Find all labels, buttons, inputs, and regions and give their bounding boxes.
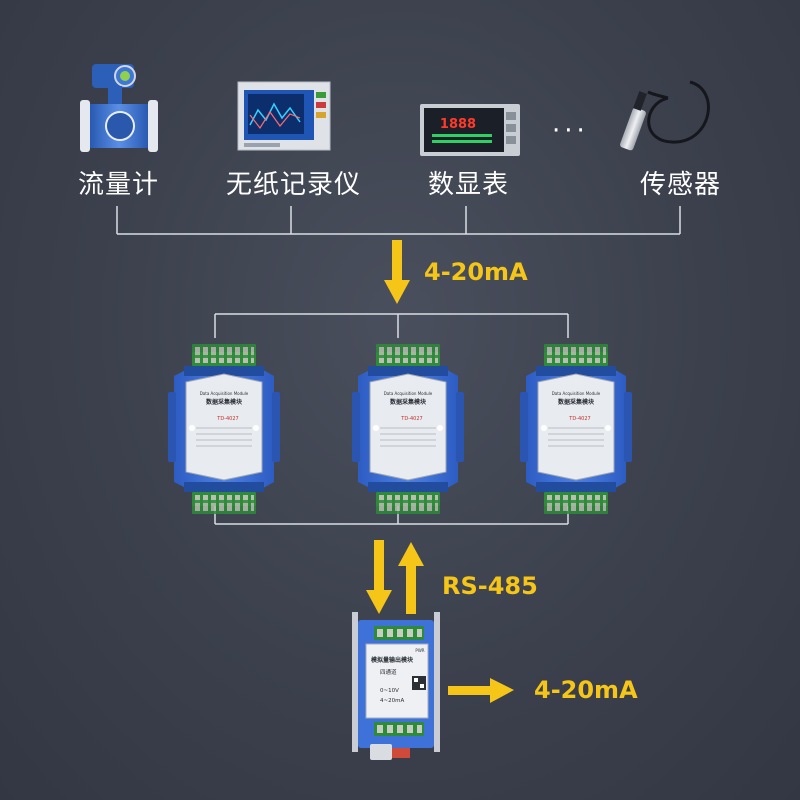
output-module-title: 模拟量输出模块 [371,656,414,664]
module-3-brand: Data Acquisition Module [552,391,601,396]
module-2-brand: Data Acquisition Module [384,391,433,396]
module-plate-lines [196,427,604,447]
module-2-title: 数据采集模块 [390,398,427,406]
module-2-model: TD-4027 [400,416,422,422]
arrows [366,240,514,703]
bus-signal-label: RS-485 [442,572,538,600]
display-label: 数显表 [428,170,510,200]
module-3-title: 数据采集模块 [558,398,595,406]
more-devices-ellipsis: ··· [552,116,589,146]
digital-display-icon: 1888 [420,104,520,156]
input-signal-label: 4-20mA [424,258,528,286]
display-readout: 1888 [440,117,476,132]
connection-lines [116,206,681,525]
output-module-channels: 四通道 [380,668,397,676]
sensor-label: 传感器 [640,170,722,200]
output-module [352,612,440,760]
module-1-title: 数据采集模块 [206,398,243,406]
module-1-model: TD-4027 [216,416,238,422]
flowmeter-icon [80,64,158,152]
flowmeter-label: 流量计 [78,170,160,200]
acquisition-module-3 [520,344,632,514]
sensor-icon [620,80,710,151]
output-signal-label: 4-20mA [534,676,638,704]
paperless-recorder-icon [237,81,331,151]
output-module-range-ma: 4~20mA [380,698,404,704]
output-module-range-v: 0~10V [380,688,399,694]
output-module-tag: PWR [415,648,424,653]
module-1-brand: Data Acquisition Module [200,391,249,396]
recorder-label: 无纸记录仪 [226,170,362,200]
acquisition-module-2 [352,344,464,514]
acquisition-module-1 [168,344,280,514]
module-3-model: TD-4027 [568,416,590,422]
